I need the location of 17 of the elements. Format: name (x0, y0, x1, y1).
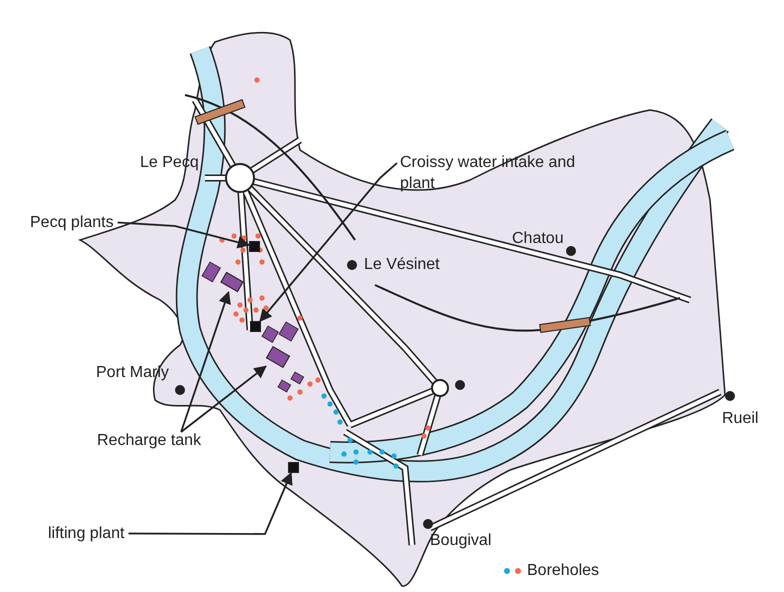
callout-text: Croissy water intake and plant (400, 152, 585, 194)
plant-marker (249, 241, 260, 252)
legend-label: Boreholes (527, 561, 600, 581)
leader-line (259, 162, 398, 322)
plant-marker (288, 462, 299, 473)
place-name: Bougival (430, 531, 492, 551)
leader-line (118, 222, 250, 248)
leader-line (180, 366, 267, 433)
callout-text: Recharge tank (97, 430, 202, 451)
place-name: Chatou (512, 229, 564, 249)
place-name: Rueil (722, 409, 758, 429)
leader-line (128, 472, 292, 535)
callout-text: Pecq plants (30, 212, 114, 233)
plant-marker (250, 321, 261, 332)
leader-line (180, 291, 231, 432)
place-name: Le Vésinet (364, 255, 440, 275)
callout-text: lifting plant (48, 523, 124, 544)
